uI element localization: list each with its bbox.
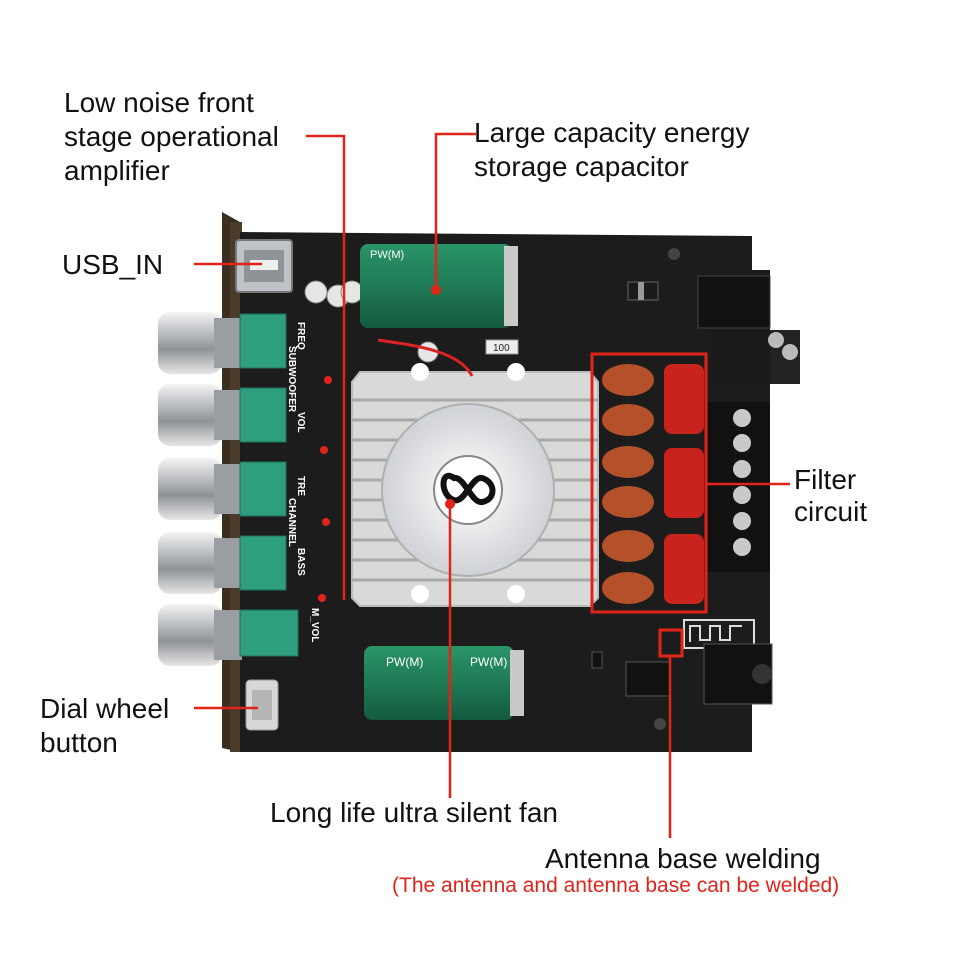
small-ceramic-cap: 100 (485, 339, 519, 355)
silkscreen-labels: FREQ SUBWOOFER VOL TRE CHANNEL BASS M_VO… (286, 322, 320, 642)
potentiometers (239, 313, 299, 657)
diode (627, 281, 659, 301)
callout-filter: Filter circuit (794, 464, 868, 527)
fan-wire (377, 338, 474, 377)
capacitor-top-brand: PW(M) (370, 249, 404, 261)
label-channel: CHANNEL (286, 498, 297, 547)
label-bass: BASS (295, 548, 306, 576)
callout-lines (194, 132, 790, 838)
knob-m-vol[interactable] (158, 604, 242, 666)
audio-jack (703, 643, 773, 705)
knob-subwoofer-vol[interactable] (158, 384, 242, 446)
filter-circuit (602, 364, 704, 604)
callout-dial: Dial wheel button (40, 693, 170, 758)
power-terminal-block (712, 330, 800, 384)
energy-storage-capacitor-bottom: PW(M) PW(M) (364, 646, 524, 720)
callout-antenna-note: (The antenna and antenna base can be wel… (392, 874, 840, 897)
label-subwoofer: SUBWOOFER (286, 346, 297, 413)
knob-tre[interactable] (158, 458, 242, 520)
knob-freq[interactable] (158, 312, 242, 374)
label-tre: TRE (295, 476, 306, 496)
antenna-base-box (658, 628, 684, 658)
knob-row (158, 312, 242, 666)
callout-usb: USB_IN (62, 249, 164, 280)
capacitor-bottom-brand-1: PW(M) (386, 655, 423, 669)
capacitor-bottom-brand-2: PW(M) (470, 655, 507, 669)
callout-markers (318, 285, 455, 602)
filter-circuit-box (590, 352, 708, 614)
callout-fan: Long life ultra silent fan (270, 797, 558, 828)
label-freq: FREQ (295, 322, 306, 350)
callout-line-op-amp (306, 134, 346, 600)
cap-code: 100 (493, 343, 510, 354)
knob-bass[interactable] (158, 532, 242, 594)
filter-coils (602, 364, 654, 604)
filter-film-capacitors (664, 364, 704, 604)
label-vol: VOL (295, 412, 306, 433)
cooling-fan (381, 363, 555, 603)
callout-antenna: Antenna base welding (545, 843, 821, 874)
callout-line-capacitor (434, 132, 476, 290)
speaker-terminals (708, 402, 770, 572)
callout-capacitor: Large capacity energy storage capacitor (474, 117, 750, 182)
dial-wheel[interactable] (245, 679, 279, 731)
callout-op-amp: Low noise front stage operational amplif… (64, 87, 279, 186)
dc-power-jack (697, 275, 771, 329)
infinity-logo-icon (440, 472, 496, 505)
label-m-vol: M_VOL (309, 608, 320, 642)
ic-chips (591, 651, 671, 697)
usb-port (235, 239, 293, 293)
